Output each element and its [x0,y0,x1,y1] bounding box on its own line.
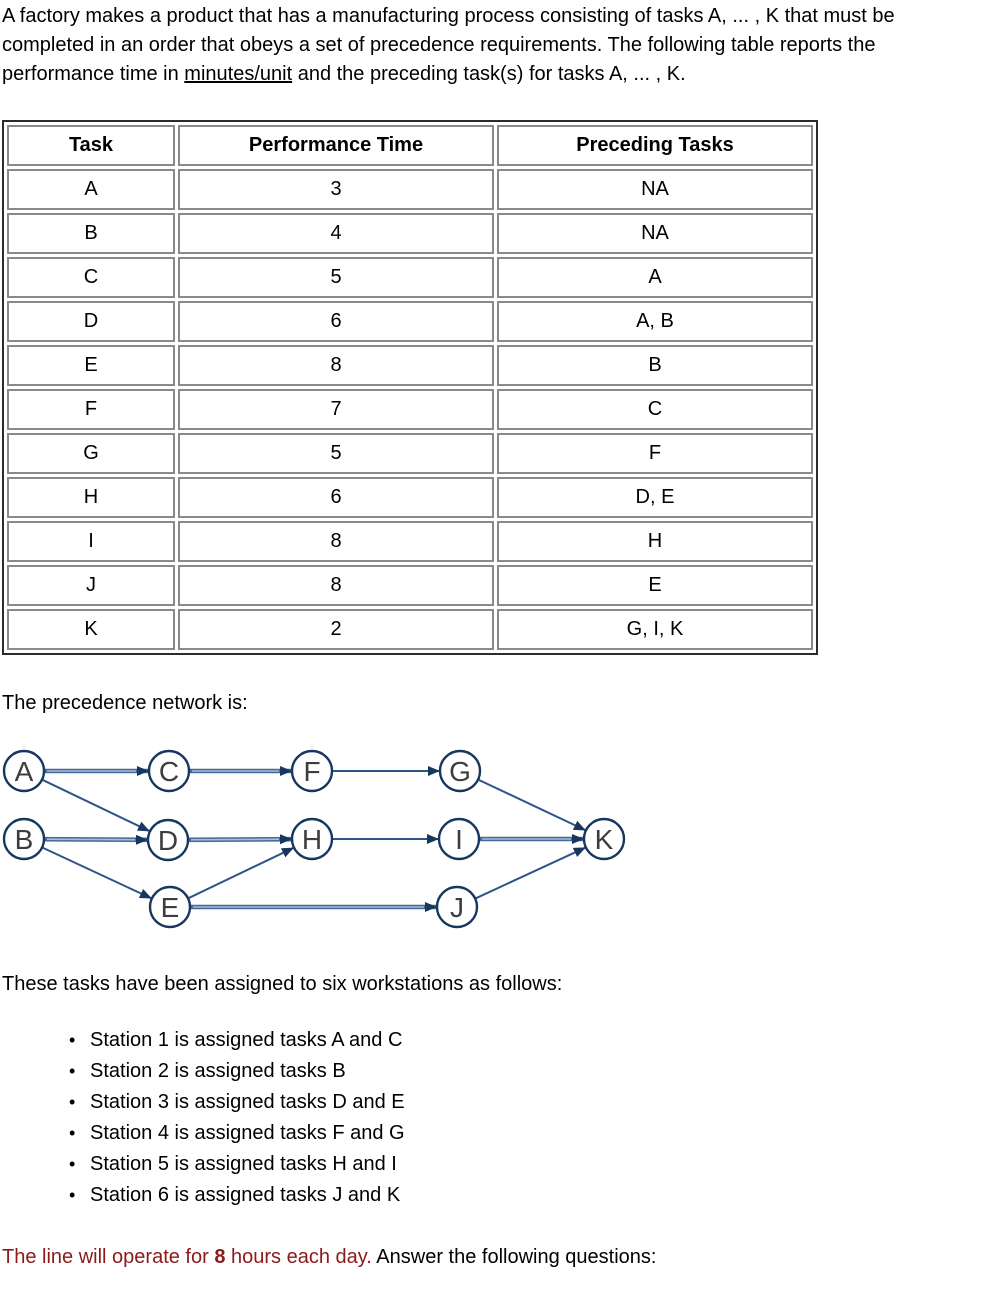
time-cell: 8 [178,565,494,606]
intro-underlined-text: minutes/unit [184,63,293,85]
network-node-label-I: I [455,824,463,855]
footer-black-text: Answer the following questions: [371,1246,657,1268]
network-node-J [435,885,479,929]
time-cell: 2 [178,609,494,650]
preceding-cell: D, E [497,477,813,518]
task-cell: E [7,345,175,386]
network-caption: The precedence network is: [2,692,248,714]
stations-intro: These tasks have been assigned to six wo… [2,973,563,995]
preceding-cell: G, I, K [497,609,813,650]
network-node-G [438,749,482,793]
network-node-K [582,817,626,861]
footer-red-text-1: The line will operate for [2,1246,215,1268]
network-node-A [2,749,46,793]
time-cell: 4 [178,213,494,254]
network-node-F [290,749,334,793]
station-3-item: Station 3 is assigned tasks D and E [69,1087,982,1118]
task-cell: A [7,169,175,210]
station-2-item: Station 2 is assigned tasks B [69,1056,982,1087]
network-edge-E-H [188,847,294,899]
preceding-cell: F [497,433,813,474]
network-node-H [290,817,334,861]
network-edge-J-K [475,846,586,900]
task-cell: B [7,213,175,254]
network-node-B [2,817,46,861]
network-node-label-A: A [15,756,34,787]
preceding-cell: NA [497,169,813,210]
time-cell: 6 [178,477,494,518]
task-cell: J [7,565,175,606]
precedence-network-diagram: A C F G B D H I K E J [2,749,626,929]
task-cell: D [7,301,175,342]
network-edge-A-D [42,779,150,832]
column-header-preceding-tasks: Preceding Tasks [497,125,813,166]
network-node-E [148,885,192,929]
network-node-label-D: D [158,825,178,856]
network-node-C [147,749,191,793]
network-node-label-F: F [303,756,320,787]
preceding-cell: H [497,521,813,562]
network-node-label-C: C [159,756,179,787]
preceding-cell: A, B [497,301,813,342]
task-table-head: Task Performance Time Preceding Tasks [7,125,813,166]
time-cell: 6 [178,301,494,342]
preceding-cell: NA [497,213,813,254]
footer-hours-value: 8 [214,1246,226,1268]
network-node-label-G: G [449,756,471,787]
station-6-item: Station 6 is assigned tasks J and K [69,1180,982,1211]
task-cell: F [7,389,175,430]
task-cell: K [7,609,175,650]
network-node-label-H: H [302,824,322,855]
network-edge-G-K [478,779,586,831]
network-node-label-J: J [450,892,464,923]
intro-paragraph: A factory makes a product that has a man… [2,2,974,89]
task-cell: I [7,521,175,562]
footer-red-text-2: hours each day. [225,1246,372,1268]
preceding-cell: C [497,389,813,430]
preceding-cell: B [497,345,813,386]
station-1-item: Station 1 is assigned tasks A and C [69,1025,982,1056]
intro-text-1: A factory makes a product that has a man… [2,5,895,85]
preceding-cell: E [497,565,813,606]
time-cell: 8 [178,345,494,386]
network-node-label-K: K [595,824,614,855]
footer-line: The line will operate for 8 hours each d… [2,1243,982,1272]
station-4-item: Station 4 is assigned tasks F and G [69,1118,982,1149]
task-cell: H [7,477,175,518]
station-5-item: Station 5 is assigned tasks H and I [69,1149,982,1180]
time-cell: 5 [178,257,494,298]
network-edge-B-E [42,846,152,900]
task-cell: G [7,433,175,474]
network-node-I [437,817,481,861]
time-cell: 3 [178,169,494,210]
stations-list: Station 1 is assigned tasks A and C Stat… [2,1025,982,1211]
task-cell: C [7,257,175,298]
intro-text-2: and the preceding task(s) for tasks A, .… [292,63,686,85]
network-node-label-E: E [161,892,180,923]
network-edge-highlight [46,838,136,841]
time-cell: 7 [178,389,494,430]
task-table-header-row: Task Performance Time Preceding Tasks [7,125,813,166]
column-header-task: Task [7,125,175,166]
column-header-performance-time: Performance Time [178,125,494,166]
network-node-label-B: B [15,824,34,855]
time-cell: 8 [178,521,494,562]
network-node-D [146,818,190,862]
network-edge-highlight [190,838,280,841]
preceding-cell: A [497,257,813,298]
time-cell: 5 [178,433,494,474]
